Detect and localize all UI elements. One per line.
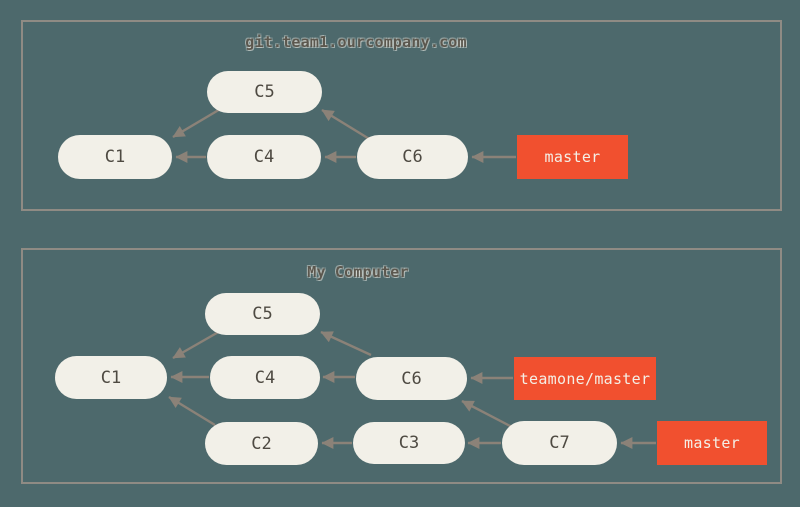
branch-ref-master: master xyxy=(657,421,767,465)
commit-node-c6: C6 xyxy=(357,135,468,179)
my-computer-frame xyxy=(21,248,782,484)
remote-server-title: git.team1.ourcompany.com xyxy=(245,33,467,51)
branch-ref-teamone-master: teamone/master xyxy=(514,357,656,400)
commit-node-c3: C3 xyxy=(353,422,465,464)
commit-node-c4: C4 xyxy=(207,135,321,179)
branch-ref-master: master xyxy=(517,135,628,179)
commit-node-c5: C5 xyxy=(205,293,320,335)
commit-node-c5: C5 xyxy=(207,71,322,113)
commit-node-c1: C1 xyxy=(55,356,167,399)
commit-node-c6: C6 xyxy=(356,357,467,400)
commit-node-c1: C1 xyxy=(58,135,172,179)
commit-node-c7: C7 xyxy=(502,421,617,465)
my-computer-title: My Computer xyxy=(307,263,409,281)
commit-node-c4: C4 xyxy=(210,356,320,399)
commit-node-c2: C2 xyxy=(205,422,318,465)
remote-server-frame xyxy=(21,20,782,211)
